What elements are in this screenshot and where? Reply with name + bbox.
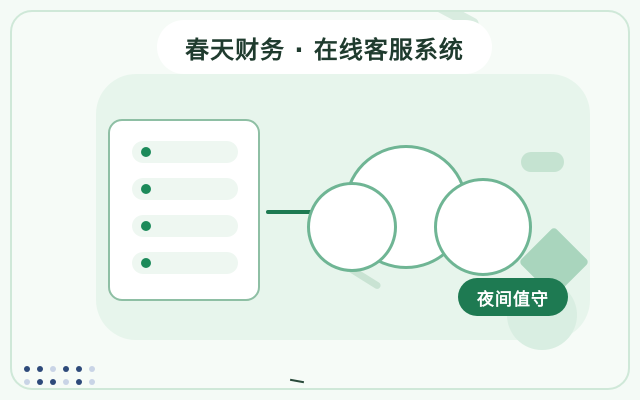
decorative-pill (521, 152, 564, 172)
page-title-text: 春天财务 · 在线客服系统 (185, 35, 464, 64)
list-item (132, 178, 238, 200)
illustration-frame: 春天财务 · 在线客服系统 夜间值守 (10, 10, 630, 390)
list-dot-icon (141, 221, 151, 231)
list-dot-icon (141, 147, 151, 157)
list-card (108, 119, 260, 301)
cloud-circle-right (434, 178, 532, 276)
night-duty-badge-label: 夜间值守 (477, 289, 549, 310)
dot-pattern (24, 364, 104, 388)
page-title: 春天财务 · 在线客服系统 (157, 20, 492, 74)
connector-line (266, 210, 332, 214)
list-item (132, 141, 238, 163)
night-duty-badge: 夜间值守 (458, 278, 568, 316)
list-item (132, 252, 238, 274)
list-item (132, 215, 238, 237)
list-dot-icon (141, 184, 151, 194)
list-dot-icon (141, 258, 151, 268)
cloud-circle-left (307, 182, 397, 272)
decorative-tick (289, 378, 305, 384)
